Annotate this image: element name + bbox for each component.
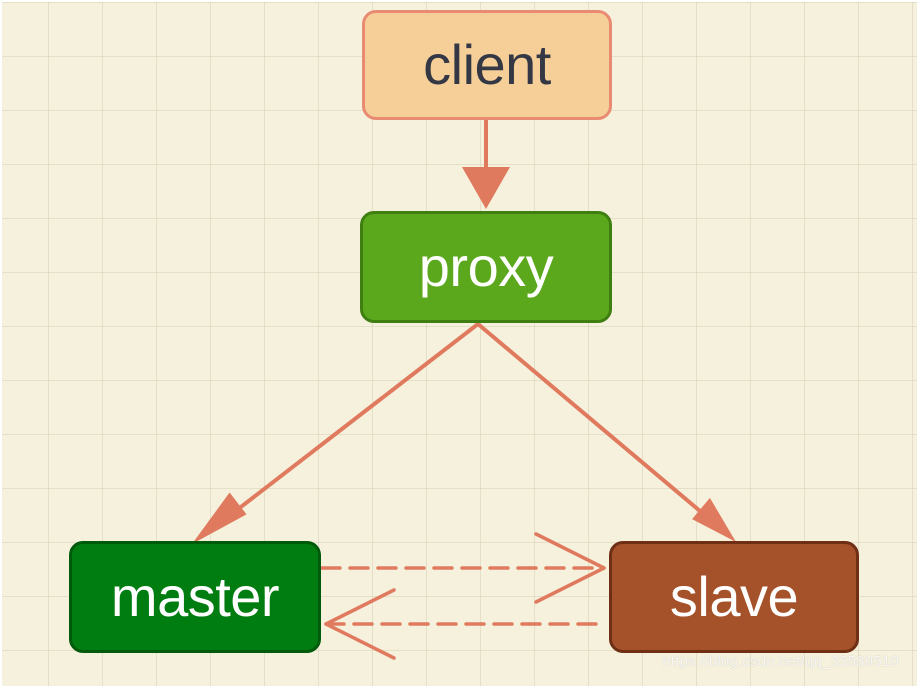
node-proxy: proxy — [360, 211, 612, 323]
edge-proxy-to-master — [192, 322, 480, 544]
edge-master-to-slave — [320, 532, 606, 604]
edge-slave-to-master — [324, 588, 608, 660]
edge-proxy-to-slave — [476, 322, 736, 542]
node-client-label: client — [423, 33, 551, 96]
node-master: master — [69, 541, 321, 653]
node-slave-label: slave — [669, 565, 799, 628]
node-slave: slave — [609, 541, 859, 653]
node-client: client — [362, 10, 612, 120]
edge-client-to-proxy — [462, 119, 510, 209]
node-proxy-label: proxy — [418, 235, 554, 298]
node-master-label: master — [110, 565, 280, 628]
watermark-text: https://blog.csdn.net/qq_33589510 — [662, 653, 899, 670]
